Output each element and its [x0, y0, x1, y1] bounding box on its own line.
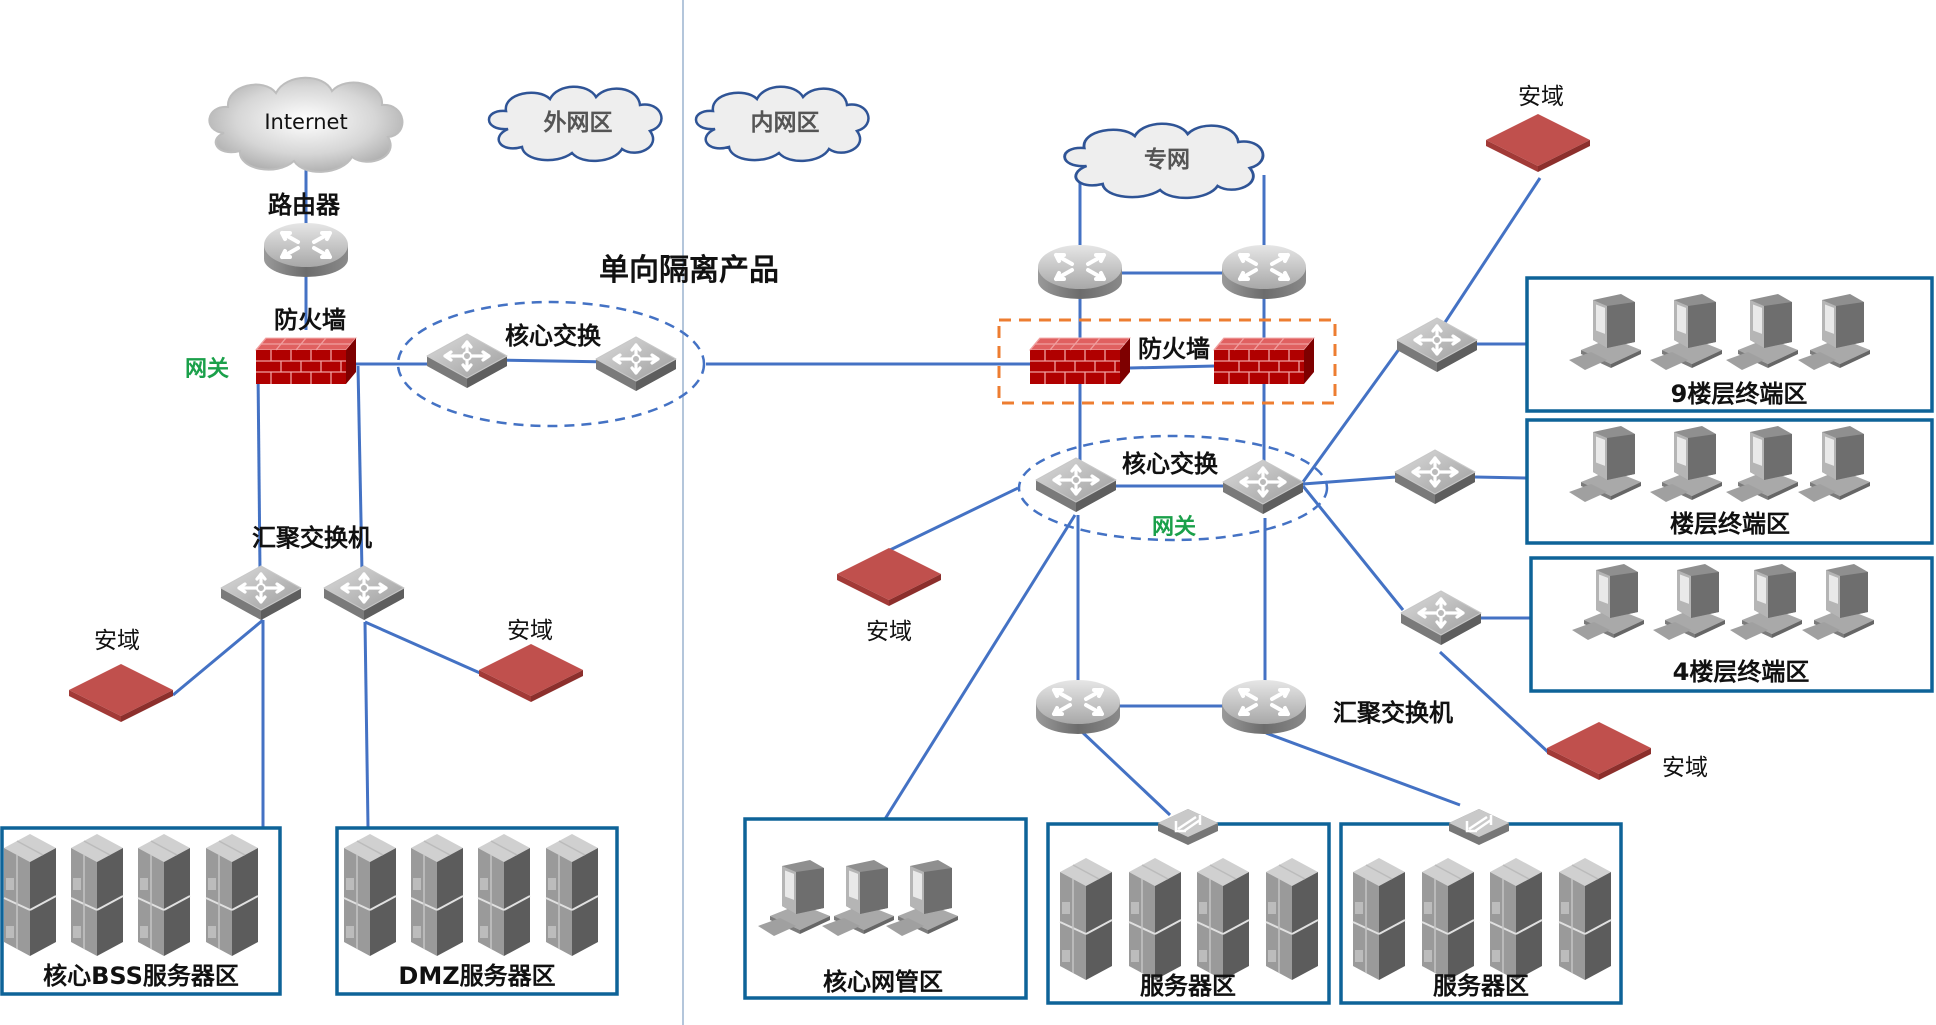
right-gateway-label: 网关: [1152, 515, 1196, 540]
firewall-group: [997, 318, 1337, 405]
router-label: 路由器: [268, 191, 341, 219]
server-icon: [70, 833, 124, 957]
right-core-group: [1017, 434, 1329, 542]
secure-domain-device-icon: [1486, 114, 1590, 172]
secure-domain-label: 安域: [866, 619, 912, 645]
link-core2-access9: [1301, 344, 1404, 483]
right-agg-switch-label: 汇聚交换机: [1333, 699, 1453, 727]
bss-server-zone: 核心BSS服务器区: [0, 826, 282, 996]
firewall-icon: [255, 337, 357, 385]
secure-domain-device-icon: [479, 644, 583, 702]
router-icon: [1036, 243, 1124, 301]
inner-zone-label: 内网区: [751, 110, 820, 136]
link-firewall-agg1: [256, 369, 262, 573]
core-switch-icon: [594, 335, 678, 393]
right-firewall-label: 防火墙: [1138, 335, 1210, 363]
floor9-terminal-zone: 9楼层终端区: [1525, 276, 1934, 413]
server-icon: [343, 833, 397, 957]
link-core1-secdomain: [889, 486, 1019, 552]
link-access-floor: [1474, 475, 1528, 480]
agg-switch-icon: [322, 564, 406, 622]
agg-router-icon: [1034, 678, 1122, 736]
gateway-label: 网关: [185, 357, 229, 382]
secure-domain-label: 安域: [1518, 84, 1564, 110]
secure-domain-label: 安域: [94, 628, 140, 654]
secure-domain-device-icon: [1547, 722, 1651, 780]
server-icon: [1489, 857, 1543, 981]
outer-zone-label: 外网区: [544, 109, 613, 136]
link-agg1-server1: [1078, 728, 1172, 817]
internet-label: Internet: [264, 110, 347, 134]
router-icon: [1220, 243, 1308, 301]
link-core1-nms: [883, 514, 1077, 820]
access-switch-icon: [1393, 448, 1477, 506]
server-icon: [545, 833, 599, 957]
outer-zone-cloud-icon: 外网区: [487, 85, 663, 163]
link-firewall-agg2: [356, 365, 364, 573]
server-icon: [410, 833, 464, 957]
server-icon: [3, 833, 57, 957]
nms-zone-label: 核心网管区: [823, 968, 943, 996]
right-core-switch-label: 核心交换: [1122, 450, 1219, 478]
link-access9-secdomain: [1438, 177, 1542, 331]
link-agg2-server2: [1265, 731, 1461, 807]
core-switch-icon: [425, 332, 509, 390]
server-zone-2: 服务器区: [1339, 822, 1623, 1005]
link-core-core-left: [489, 358, 613, 364]
link-access4-secdomain: [1438, 650, 1550, 754]
secure-domain-device-icon: [69, 664, 173, 722]
diagram-title: 单向隔离产品: [599, 253, 779, 288]
server-zone-1-label: 服务器区: [1140, 972, 1236, 1000]
secure-domain-label: 安域: [1662, 755, 1708, 781]
link-core2-access4: [1301, 485, 1405, 611]
server-icon: [1558, 857, 1612, 981]
private-net-label: 专网: [1144, 146, 1190, 173]
floor9-zone-label: 9楼层终端区: [1671, 380, 1808, 408]
floor4-zone-label: 4楼层终端区: [1673, 658, 1810, 686]
access-switch-icon: [1395, 316, 1479, 374]
server-icon: [205, 833, 259, 957]
internet-cloud-icon: Internet: [208, 76, 404, 173]
firewall-icon: [1213, 337, 1315, 385]
secure-domain-device-icon: [837, 548, 941, 606]
left-agg-switch-label: 汇聚交换机: [252, 524, 372, 552]
firewall-label: 防火墙: [274, 306, 346, 334]
link-agg2-secdomain: [364, 620, 481, 675]
core-switch-icon: [1221, 458, 1305, 516]
server-icon: [1128, 857, 1182, 981]
agg-switch-icon: [219, 564, 303, 622]
dmz-server-zone: DMZ服务器区: [335, 826, 619, 996]
floor4-terminal-zone: 4楼层终端区: [1529, 556, 1934, 693]
server-icon: [1421, 857, 1475, 981]
server-icon: [477, 833, 531, 957]
left-core-group: [396, 300, 706, 428]
server-icon: [1059, 857, 1113, 981]
router-icon: [262, 221, 350, 279]
bss-zone-label: 核心BSS服务器区: [43, 962, 239, 990]
link-firewall-firewall: [1129, 364, 1216, 370]
links: [172, 160, 1550, 828]
secure-domain-label: 安域: [507, 618, 553, 644]
server-zone-1: 服务器区: [1046, 822, 1331, 1005]
server-icon: [1196, 857, 1250, 981]
access-switch-icon: [1399, 589, 1483, 647]
server-icon: [1265, 857, 1319, 981]
link-agg1-secdomain: [172, 618, 264, 697]
server-icon: [1352, 857, 1406, 981]
nms-zone: 核心网管区: [743, 817, 1028, 1000]
link-agg2-dmz: [363, 621, 370, 828]
dmz-zone-label: DMZ服务器区: [398, 962, 555, 990]
link-core2-access: [1302, 475, 1397, 486]
server-zone-2-label: 服务器区: [1433, 972, 1529, 1000]
core-switch-icon: [1034, 456, 1118, 514]
floor-zone-label: 楼层终端区: [1670, 510, 1790, 538]
agg-router-icon: [1220, 678, 1308, 736]
server-icon: [137, 833, 191, 957]
left-core-switch-label: 核心交换: [505, 322, 602, 350]
floor-terminal-zone: 楼层终端区: [1525, 418, 1934, 545]
inner-zone-cloud-icon: 内网区: [694, 85, 870, 163]
firewall-icon: [1029, 337, 1131, 385]
